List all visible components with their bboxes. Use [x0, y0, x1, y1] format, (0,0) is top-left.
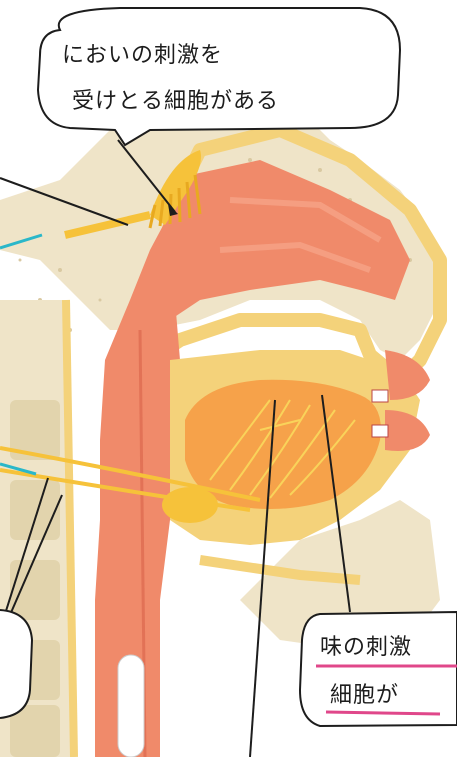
trachea-ring [118, 655, 144, 757]
smell-callout-bubble [38, 8, 400, 145]
taste-callout-bubble [300, 612, 457, 726]
ganglion [162, 487, 218, 523]
taste-callout-line1: 味の刺激 [320, 635, 412, 660]
taste-callout-line2: 細胞が [330, 683, 399, 708]
left-callout-bubble [0, 610, 32, 718]
taste-underline-2 [326, 712, 440, 714]
smell-callout-line1: においの刺激を [62, 43, 223, 68]
smell-callout-line2: 受けとる細胞がある [72, 89, 279, 114]
